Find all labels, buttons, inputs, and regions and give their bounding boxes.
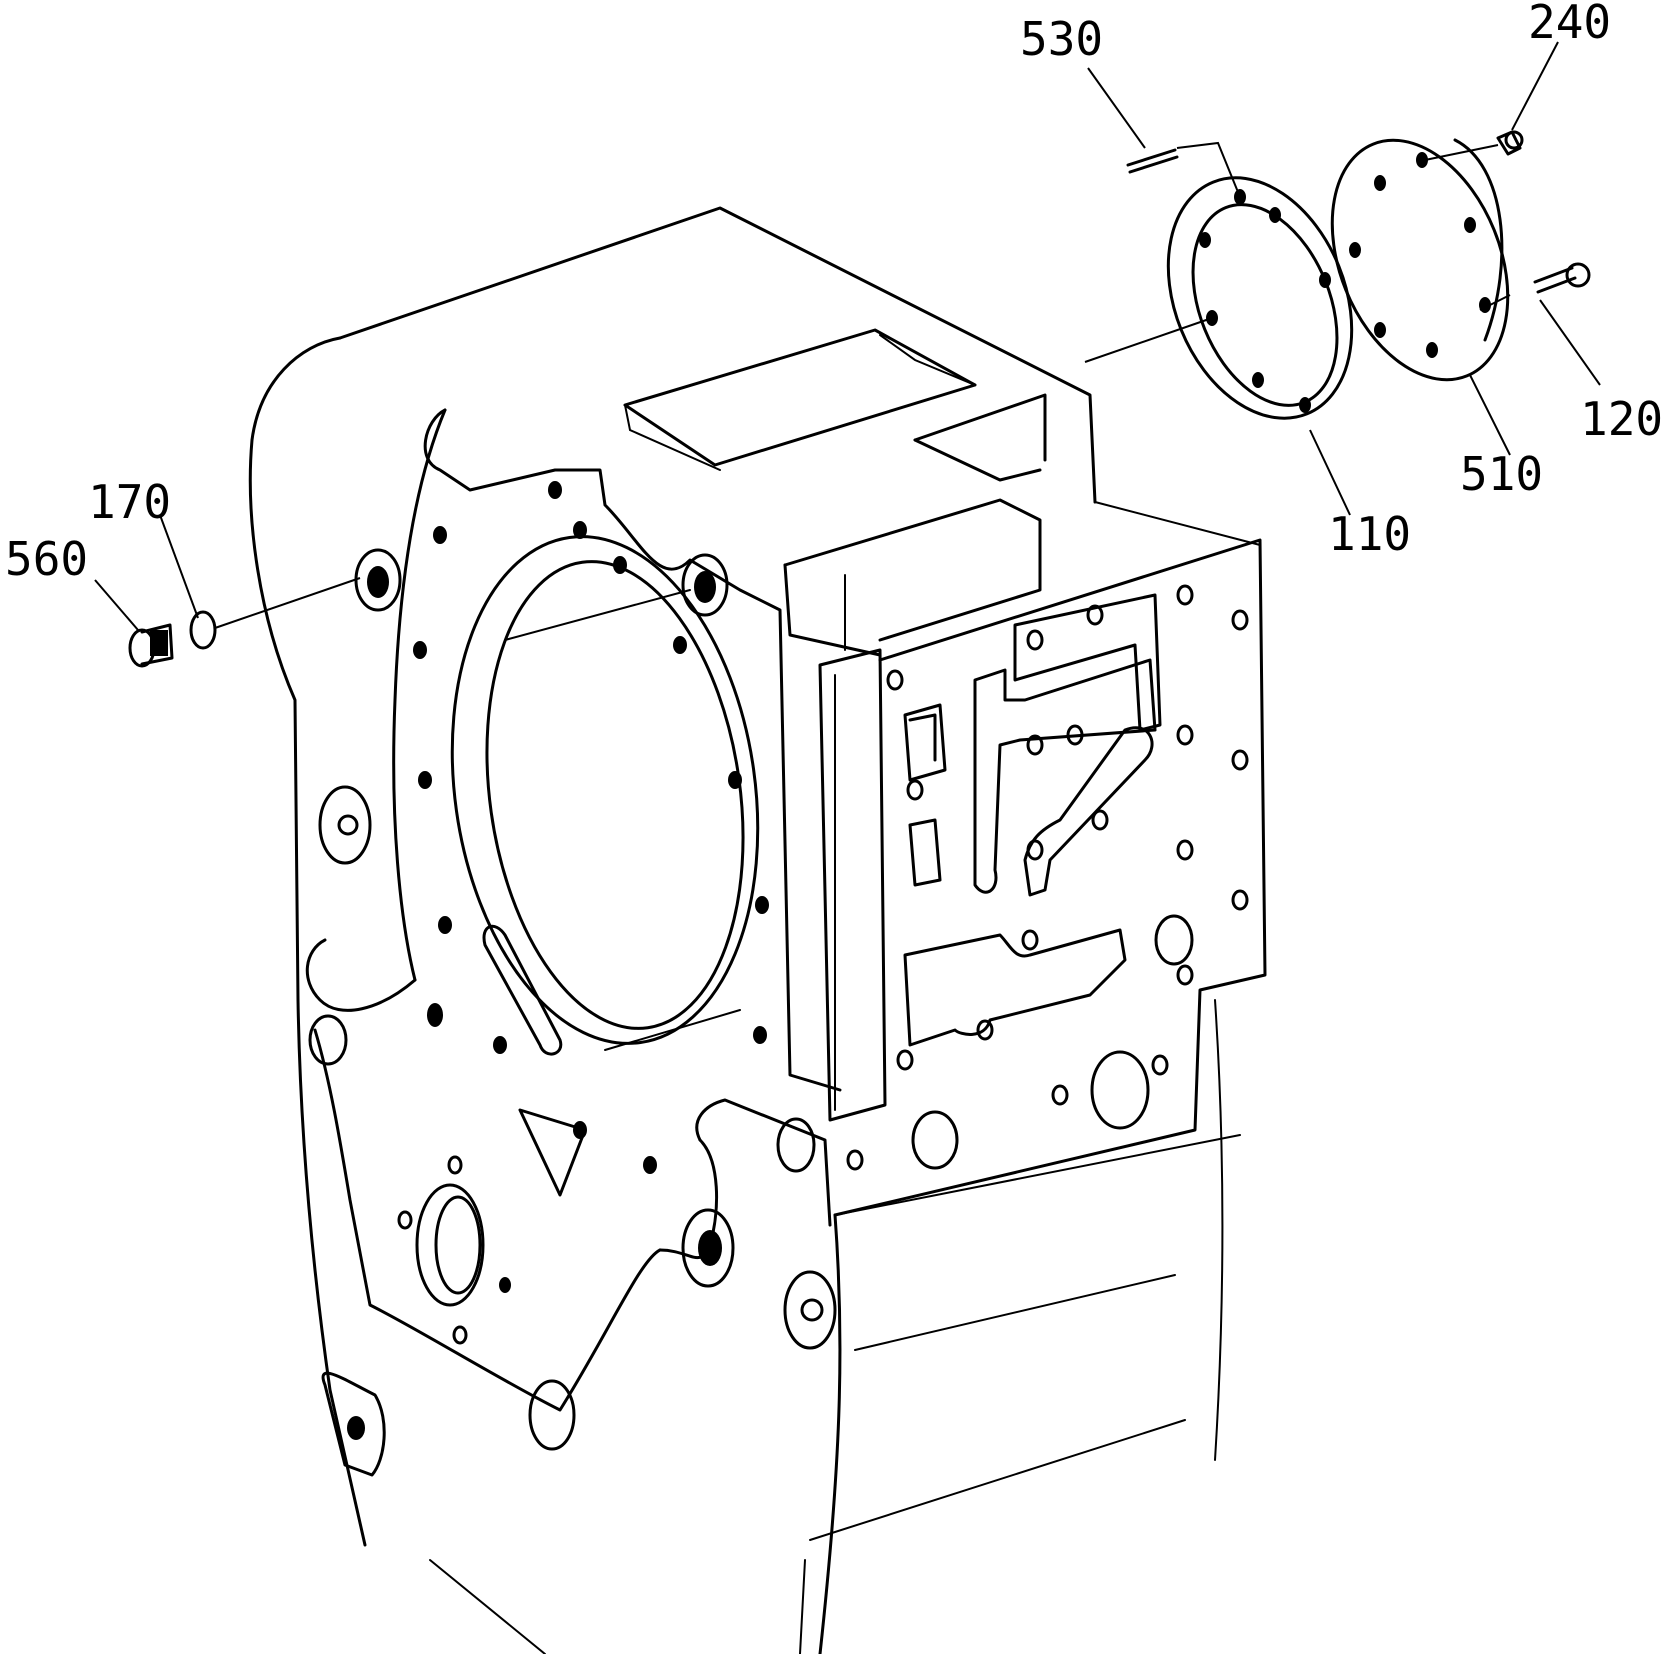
o-ring-170 <box>189 610 217 650</box>
plug-240 <box>1496 130 1524 156</box>
transmission-housing <box>248 206 1241 1654</box>
callout-120: 120 <box>1580 392 1663 446</box>
bolt-120 <box>1533 262 1591 294</box>
callout-240: 240 <box>1528 0 1611 49</box>
callout-560: 560 <box>5 532 88 586</box>
plug-560 <box>128 623 174 668</box>
stud-530 <box>1126 148 1179 174</box>
callout-110: 110 <box>1328 507 1411 561</box>
callout-170: 170 <box>88 475 171 529</box>
callout-530: 530 <box>1020 12 1103 66</box>
callout-510: 510 <box>1460 447 1543 501</box>
valve-body-plate <box>833 501 1267 1217</box>
leader-lines <box>94 41 1601 631</box>
callout-labels: 530 240 120 510 110 170 560 <box>5 0 1663 586</box>
cover-510 <box>1330 138 1510 382</box>
